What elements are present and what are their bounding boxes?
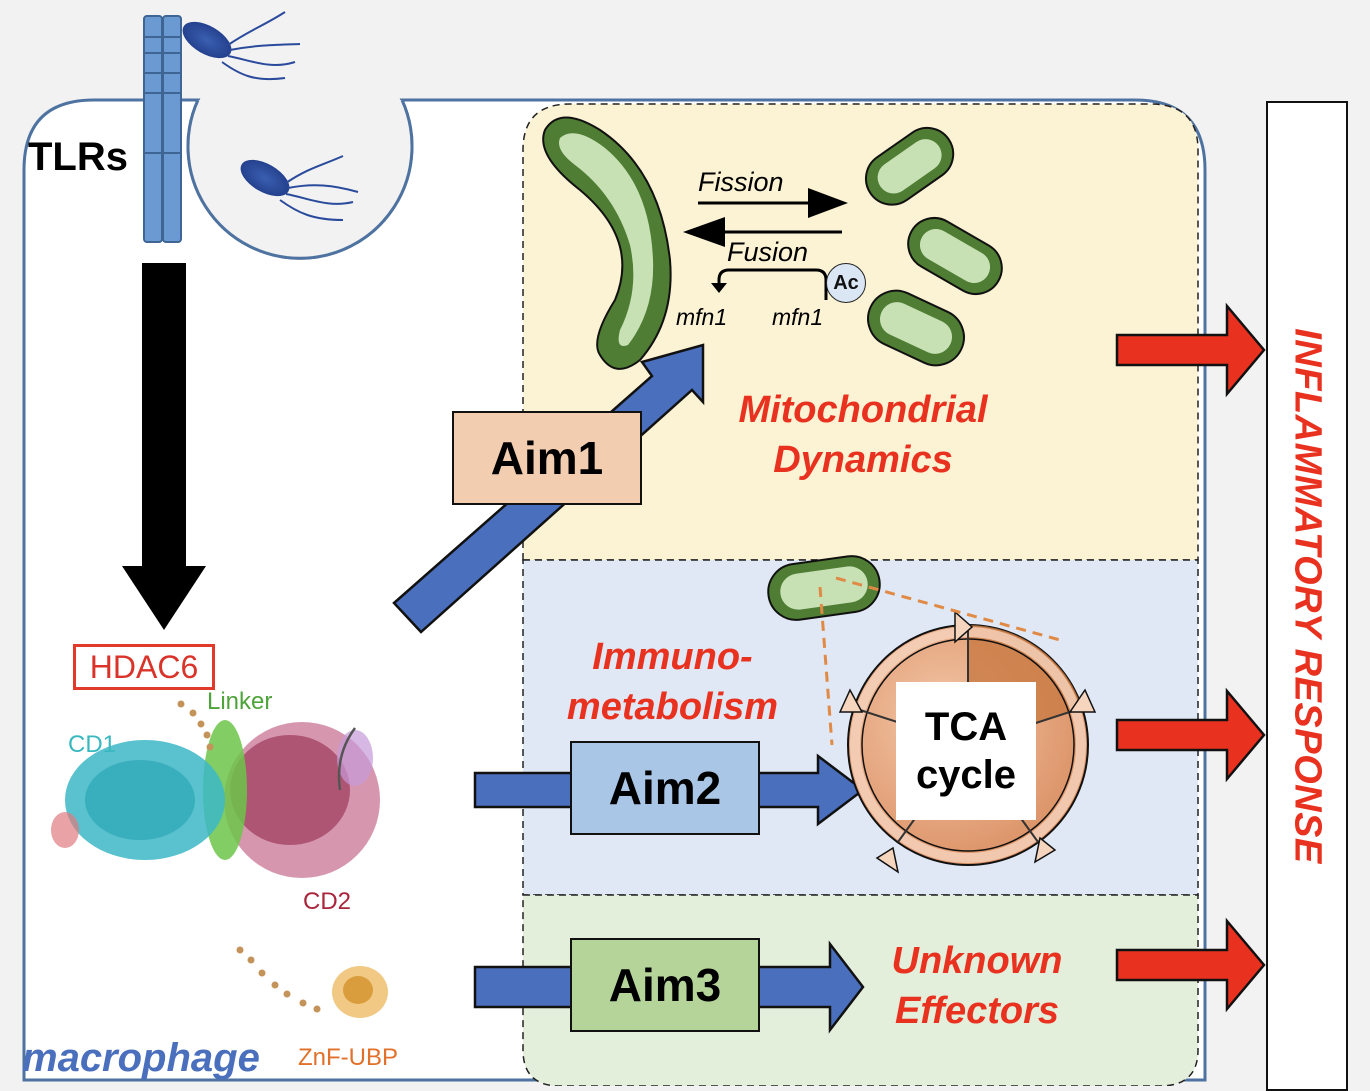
hdac6-text: HDAC6 — [89, 648, 199, 685]
acetyl-text: Ac — [833, 271, 859, 294]
mitochondrion-fused-icon — [542, 116, 672, 370]
fission-arrow — [698, 188, 848, 218]
mitochondrial-dynamics-label: Mitochondrial Dynamics — [708, 385, 1018, 485]
tca-cycle-label: TCA cycle — [896, 682, 1036, 820]
mfn1-regulation-arrow — [711, 268, 828, 300]
inflammatory-response-label: INFLAMMATORY RESPONSE — [1286, 328, 1329, 864]
hdac6-structure-icon — [51, 720, 388, 1018]
immunometabolism-label: Immuno- metabolism — [540, 632, 805, 732]
output-arrow-3 — [1115, 917, 1266, 1013]
target-line: Unknown — [891, 940, 1063, 982]
mitochondrion-fragment-2-icon — [907, 217, 1003, 295]
tlr-signal-arrow — [122, 263, 206, 630]
tlr-receptor-icon — [143, 15, 182, 243]
fission-label: Fission — [698, 167, 784, 197]
mitochondrion-fragment-3-icon — [867, 289, 965, 367]
macrophage-label: macrophage — [22, 1036, 260, 1080]
aim1-label: Aim1 — [490, 432, 604, 484]
mito-to-tca-dashed-line — [818, 576, 1061, 746]
cd2-label: CD2 — [303, 888, 352, 915]
target-line: Mitochondrial — [738, 389, 988, 431]
mitochondrion-metabolism-icon — [767, 555, 881, 621]
mfn1-right-label: mfn1 — [772, 304, 824, 330]
target-line: Dynamics — [773, 439, 953, 481]
bacterium-outside-icon — [182, 11, 301, 81]
tca-line: TCA — [924, 705, 1008, 749]
aim2-box: Aim2 — [570, 741, 760, 835]
cd1-label: CD1 — [68, 731, 117, 758]
bacterium-phagocytosed-icon — [240, 155, 359, 221]
cycle-line: cycle — [915, 753, 1017, 797]
aim1-box: Aim1 — [452, 411, 642, 505]
znf-ubp-label: ZnF-UBP — [298, 1044, 399, 1071]
unknown-effectors-label: Unknown Effectors — [862, 936, 1092, 1036]
target-line: metabolism — [566, 686, 779, 728]
fusion-label: Fusion — [727, 237, 809, 267]
output-arrow-2 — [1115, 687, 1266, 783]
aim3-box: Aim3 — [570, 938, 760, 1032]
target-line: Immuno- — [592, 636, 753, 678]
mitochondrion-fragment-1-icon — [864, 126, 955, 206]
linker-label: Linker — [207, 688, 273, 715]
target-line: Effectors — [894, 990, 1060, 1032]
mfn1-left-label: mfn1 — [676, 304, 728, 330]
aim3-label: Aim3 — [608, 959, 722, 1011]
linker-dotted-line — [177, 700, 321, 1013]
tlrs-label: TLRs — [28, 135, 128, 179]
panel-mitochondrial-dynamics — [522, 103, 1199, 561]
aim2-label: Aim2 — [608, 762, 722, 814]
inflammatory-response-panel: INFLAMMATORY RESPONSE — [1266, 101, 1348, 1091]
fusion-arrow — [683, 217, 842, 247]
acetyl-badge: Ac — [826, 263, 866, 303]
output-arrow-1 — [1115, 302, 1266, 398]
hdac6-label: HDAC6 — [73, 644, 215, 690]
